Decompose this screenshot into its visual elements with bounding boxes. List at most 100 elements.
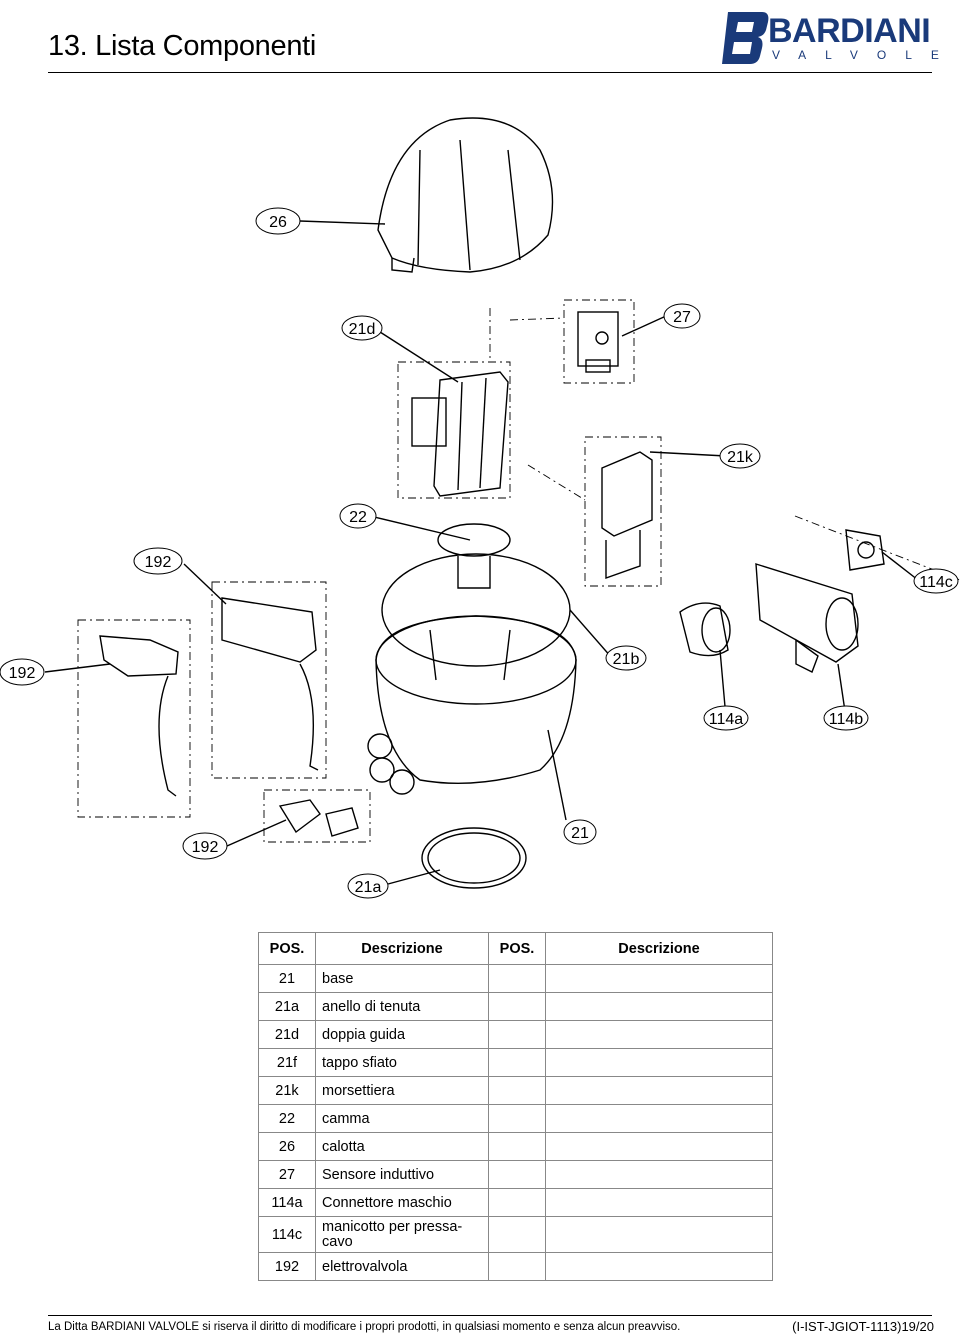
- svg-text:21b: 21b: [613, 651, 640, 668]
- base-part: [367, 615, 577, 795]
- svg-text:114a: 114a: [709, 711, 744, 728]
- row-pos: 27: [258, 1160, 316, 1189]
- row-description: tappo sfiato: [315, 1048, 489, 1077]
- callout-22: 22: [339, 503, 377, 529]
- row-pos: 21k: [258, 1076, 316, 1105]
- callout-27: 27: [663, 303, 701, 329]
- row-pos: 21: [258, 964, 316, 993]
- table-row: 21k morsettiera: [258, 1076, 773, 1105]
- svg-text:21a: 21a: [355, 879, 382, 896]
- cam-part: [437, 523, 511, 589]
- row-description: camma: [315, 1104, 489, 1133]
- svg-text:21k: 21k: [727, 449, 754, 466]
- footer-rule: [48, 1315, 932, 1316]
- svg-text:27: 27: [673, 309, 691, 326]
- row-description: doppia guida: [315, 1020, 489, 1049]
- row-pos: 21d: [258, 1020, 316, 1049]
- row-description: base: [315, 964, 489, 993]
- row-pos: 21a: [258, 992, 316, 1021]
- footer-disclaimer: La Ditta BARDIANI VALVOLE si riserva il …: [48, 1321, 681, 1333]
- row-description-2: [545, 1048, 773, 1077]
- dome-cover-part: [377, 117, 554, 273]
- double-guide-part: [411, 371, 509, 497]
- svg-text:114c: 114c: [919, 574, 953, 591]
- row-description: calotta: [315, 1132, 489, 1161]
- row-pos-2: [488, 1252, 546, 1281]
- table-row: 114c manicotto per pressa-cavo: [258, 1216, 773, 1253]
- callout-114b: 114b: [823, 705, 869, 731]
- row-description-2: [545, 1188, 773, 1217]
- row-description-2: [545, 1216, 773, 1253]
- table-header-row: POS. Descrizione POS. Descrizione: [258, 932, 773, 965]
- row-pos: 114c: [258, 1216, 316, 1253]
- row-description: anello di tenuta: [315, 992, 489, 1021]
- row-pos-2: [488, 1048, 546, 1077]
- table-row: 21a anello di tenuta: [258, 992, 773, 1021]
- callout-21d: 21d: [341, 315, 383, 341]
- row-pos-2: [488, 1160, 546, 1189]
- svg-text:114b: 114b: [829, 711, 864, 728]
- brand-sub: VALVOLE: [772, 48, 958, 62]
- row-description-2: [545, 1160, 773, 1189]
- brand-name: BARDIANI: [768, 12, 931, 50]
- row-description-2: [545, 1020, 773, 1049]
- row-description-2: [545, 1076, 773, 1105]
- header-rule: [48, 72, 932, 73]
- row-pos-2: [488, 1020, 546, 1049]
- row-pos: 192: [258, 1252, 316, 1281]
- row-pos: 114a: [258, 1188, 316, 1217]
- row-pos-2: [488, 1188, 546, 1217]
- row-description: morsettiera: [315, 1076, 489, 1105]
- table-row: 21 base: [258, 964, 773, 993]
- callout-192: 192: [0, 658, 45, 686]
- table-row: 192 elettrovalvola: [258, 1252, 773, 1281]
- table-row: 21f tappo sfiato: [258, 1048, 773, 1077]
- o-ring-21b-part: [381, 553, 571, 667]
- row-description-2: [545, 992, 773, 1021]
- row-description-2: [545, 1252, 773, 1281]
- inductive-sensor-part: [577, 311, 619, 373]
- callout-21a: 21a: [347, 873, 389, 899]
- svg-text:22: 22: [349, 509, 367, 526]
- solenoid-valve-part: [99, 597, 359, 837]
- callout-21b: 21b: [605, 645, 647, 671]
- row-description: Sensore induttivo: [315, 1160, 489, 1189]
- header-description: Descrizione: [315, 932, 489, 965]
- callout-192: 192: [182, 832, 228, 860]
- table-row: 21d doppia guida: [258, 1020, 773, 1049]
- header-pos-2: POS.: [488, 932, 546, 965]
- table-row: 114a Connettore maschio: [258, 1188, 773, 1217]
- row-pos: 21f: [258, 1048, 316, 1077]
- row-description-2: [545, 1132, 773, 1161]
- row-pos-2: [488, 1216, 546, 1253]
- svg-text:21: 21: [571, 825, 589, 842]
- exploded-view-drawing: 26 27 21d 21k 22 192 114c 192: [0, 117, 960, 899]
- page-title: 13. Lista Componenti: [48, 30, 317, 62]
- row-pos-2: [488, 1104, 546, 1133]
- row-description: manicotto per pressa-cavo: [315, 1216, 489, 1253]
- svg-text:21d: 21d: [349, 321, 376, 338]
- table-row: 26 calotta: [258, 1132, 773, 1161]
- footer-document-code: (I-IST-JGIOT-1113)19/20: [792, 1319, 934, 1334]
- svg-text:192: 192: [145, 554, 172, 571]
- terminal-board-part: [601, 451, 653, 579]
- row-pos-2: [488, 1132, 546, 1161]
- svg-text:26: 26: [269, 214, 287, 231]
- callout-26: 26: [255, 207, 301, 235]
- row-description-2: [545, 964, 773, 993]
- bardiani-logo-mark-icon: [722, 12, 769, 64]
- callout-21k: 21k: [719, 443, 761, 469]
- parts-table: POS. Descrizione POS. Descrizione 21 bas…: [258, 932, 773, 1281]
- brand-logo: BARDIANI VALVOLE: [722, 8, 939, 66]
- callout-114c: 114c: [913, 568, 959, 594]
- callout-114a: 114a: [703, 705, 749, 731]
- connector-part: [679, 529, 885, 673]
- row-pos: 26: [258, 1132, 316, 1161]
- svg-text:192: 192: [192, 839, 219, 856]
- row-pos-2: [488, 992, 546, 1021]
- row-pos: 22: [258, 1104, 316, 1133]
- row-pos-2: [488, 1076, 546, 1105]
- header-description-2: Descrizione: [545, 932, 773, 965]
- row-description-2: [545, 1104, 773, 1133]
- table-row: 27 Sensore induttivo: [258, 1160, 773, 1189]
